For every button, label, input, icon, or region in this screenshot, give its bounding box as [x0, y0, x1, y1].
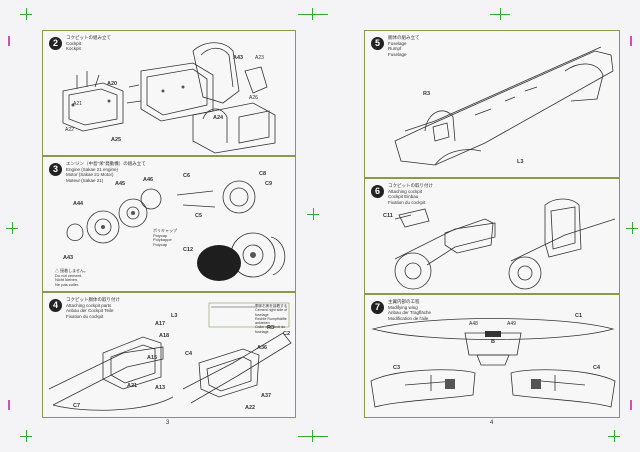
right-page: 5 胴体の組み立て Fuselage Rumpf Fuselage R3 L3 … [322, 10, 636, 438]
step-7-title: 主翼内部の工程 Modifying wing Anbau der Tragflä… [388, 299, 432, 321]
step-2-title: コクピットの組み立て Cockpit Kockpit [66, 35, 111, 51]
step-7-label-2: C3 [393, 365, 401, 371]
step-3-label-7: C9 [265, 181, 273, 187]
magenta-mark-bottom-left [8, 400, 10, 410]
step-4-title: コクピット胴体の取り付け Attaching cockpit parts Anb… [66, 297, 120, 319]
step-2-panel: 2 コクピットの組み立て Cockpit Kockpit [42, 30, 296, 156]
step-4-label-7: C7 [73, 403, 81, 409]
step-4-number: 4 [49, 299, 62, 312]
step-7-label-4: B [491, 339, 495, 345]
step-3-polycap-note: ポリキャップ Polycap Polykappe Polycap [153, 228, 177, 247]
step-4-label-2: A18 [159, 333, 170, 339]
step-3-label-4: A43 [63, 255, 74, 261]
step-3-label-8: C5 [195, 213, 203, 219]
step-7-label-5: A48 [469, 321, 478, 327]
step-6-title: コクピットの取り付け Attaching cockpit Cockpit Ein… [388, 183, 433, 205]
step-2-number: 2 [49, 37, 62, 50]
right-page-number: 4 [490, 420, 494, 426]
left-page: 2 コクピットの組み立て Cockpit Kockpit [4, 10, 318, 438]
step-3-panel: 3 エンジン（中島"栄"発動機）の組み立て Engine (Sakae 21 e… [42, 156, 296, 292]
step-5-label-2: L3 [517, 159, 524, 165]
step-4-label-5: A13 [155, 385, 166, 391]
step-7-number: 7 [371, 301, 384, 314]
step-7-label-1: C1 [575, 313, 583, 319]
step-3-label-1: A44 [73, 201, 84, 207]
step-2-label-4: A43 [233, 55, 244, 61]
step-7-label-6: A49 [507, 321, 516, 327]
step-3-label-3: A46 [143, 177, 154, 183]
cockpit-attachment-drawing [394, 198, 616, 290]
cockpit-installation-drawing [48, 302, 292, 411]
step-2-label-2: A24 [213, 115, 224, 121]
step-5-label-1: R3 [423, 91, 431, 97]
step-3-label-9: C12 [183, 247, 194, 253]
step-2-label-1: A20 [107, 81, 118, 87]
step-5-panel: 5 胴体の組み立て Fuselage Rumpf Fuselage R3 L3 [364, 30, 620, 178]
step-4-label-4: A15 [147, 355, 158, 361]
step-7-label-3: C4 [593, 365, 601, 371]
step-4-inset-title: 胴体右側を接着する Cement right side of fuselage … [255, 304, 288, 334]
step-5-number: 5 [371, 37, 384, 50]
step-4-label-1: L3 [171, 313, 178, 319]
step-2-label-6: A22 [65, 127, 74, 133]
step-4-label-11: A22 [245, 405, 256, 411]
step-4-label-9: A36 [257, 345, 268, 351]
step-4-label-12: R3 [267, 325, 275, 331]
step-3-label-5: C6 [183, 173, 191, 179]
step-2-label-5: A21 [73, 101, 82, 107]
fuselage-assembly-drawing [394, 46, 614, 166]
step-4-label-3: A17 [155, 321, 166, 327]
step-4-label-10: A37 [261, 393, 272, 399]
engine-assembly-drawing [66, 180, 286, 281]
magenta-mark-bottom-right [630, 400, 632, 410]
magenta-mark-top-right [630, 36, 632, 46]
step-2-label-3: A25 [111, 137, 122, 143]
step-6-label-1: C11 [383, 213, 393, 219]
step-4-label-8: C4 [185, 351, 193, 357]
step-2-label-7: A23 [255, 55, 264, 61]
wing-modification-drawing [370, 318, 616, 408]
step-7-panel: 7 主翼内部の工程 Modifying wing Anbau der Tragf… [364, 294, 620, 418]
step-3-number: 3 [49, 163, 62, 176]
step-4-panel: 4 コクピット胴体の取り付け Attaching cockpit parts A… [42, 292, 296, 418]
step-6-number: 6 [371, 185, 384, 198]
left-page-number: 3 [166, 420, 170, 426]
magenta-mark-top-left [8, 36, 10, 46]
step-5-title: 胴体の組み立て Fuselage Rumpf Fuselage [388, 35, 420, 57]
step-3-title: エンジン（中島"栄"発動機）の組み立て Engine (Sakae 21 eng… [66, 161, 146, 183]
step-3-label-6: C8 [259, 171, 267, 177]
cockpit-assembly-drawing [62, 42, 276, 154]
step-6-panel: 6 コクピットの取り付け Attaching cockpit Cockpit E… [364, 178, 620, 294]
step-4-label-13: C2 [283, 331, 291, 337]
step-4-label-6: A21 [127, 383, 138, 389]
step-3-warning-note: △ 接着しません。 Do not cement. Nicht kleben. N… [55, 268, 88, 287]
step-3-label-2: A45 [115, 181, 126, 187]
step-2-label-8: A26 [249, 95, 258, 101]
